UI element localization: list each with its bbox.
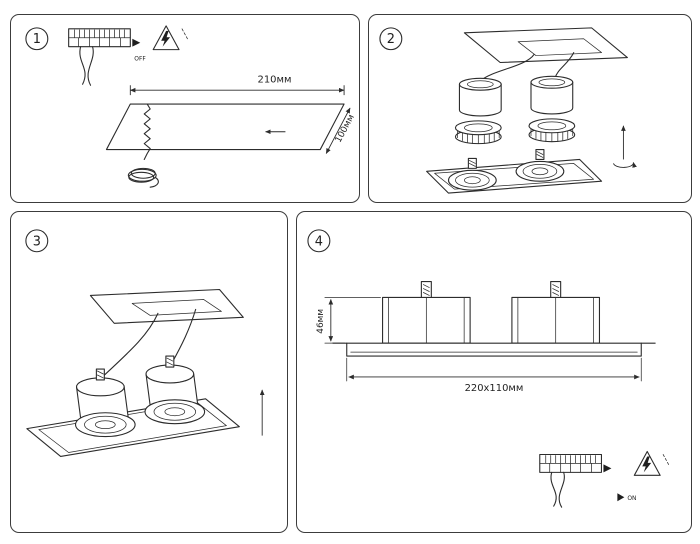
step-badge: 1 xyxy=(25,27,49,51)
mains-wires xyxy=(550,471,565,508)
retaining-ring-left xyxy=(454,120,502,145)
cutout-size-label: 220x110мм xyxy=(465,383,524,394)
direction-arrow-icon xyxy=(132,38,141,47)
step-badge: 2 xyxy=(379,27,403,51)
trim-plate xyxy=(346,342,642,357)
step-1-panel: 1 OFF 210мм 100мм xyxy=(10,14,360,203)
dimension-cutout-size: 220x110мм xyxy=(346,357,642,394)
step-3-drawing: 3 xyxy=(25,229,265,458)
step-number: 1 xyxy=(33,32,41,47)
spring-clip xyxy=(165,355,175,368)
mains-wires xyxy=(79,46,94,86)
power-state-label: OFF xyxy=(134,56,146,63)
recess-height-label: 46мм xyxy=(316,309,326,334)
step-3-panel: 3 xyxy=(10,211,288,533)
assembled-fixture xyxy=(26,355,240,458)
ceiling-cutout-outline xyxy=(105,103,345,151)
spotlight-left xyxy=(74,377,136,438)
spring-clip xyxy=(95,368,105,381)
step-2-panel: 2 xyxy=(368,14,692,203)
dimension-cutout-depth: 100мм xyxy=(325,107,357,154)
dimension-cutout-width: 210мм xyxy=(129,74,345,96)
spotlight-opening-left xyxy=(447,169,497,191)
spring-clip xyxy=(550,281,562,299)
retaining-ring-right xyxy=(528,118,576,143)
spotlight-right xyxy=(144,364,206,425)
rotation-arrow-icon xyxy=(613,125,637,168)
lamp-module-right xyxy=(530,75,574,115)
power-state-label: ON xyxy=(627,495,636,502)
step-4-panel: 4 46мм xyxy=(296,211,692,533)
installed-side-view xyxy=(332,281,656,357)
step-1-drawing: 1 OFF 210мм 100мм xyxy=(25,25,357,188)
step-badge: 3 xyxy=(25,229,49,253)
terminal-block-icon xyxy=(68,28,141,86)
dimension-recess-height: 46мм xyxy=(316,297,381,344)
spring-clip xyxy=(535,149,545,160)
cable-coil xyxy=(127,167,159,188)
step-number: 4 xyxy=(315,234,323,249)
step-2-drawing: 2 xyxy=(379,27,637,194)
spring-clip xyxy=(467,157,477,169)
ceiling-hole xyxy=(517,38,602,56)
spotlight-opening-right xyxy=(515,160,565,182)
ceiling-panel xyxy=(89,288,244,324)
step-number: 2 xyxy=(387,32,395,47)
spring-clip xyxy=(420,281,432,299)
saw-cut-line xyxy=(143,103,151,160)
ceiling-panel xyxy=(463,27,628,64)
direction-arrow-icon xyxy=(603,464,612,473)
step-4-drawing: 4 46мм xyxy=(307,229,670,508)
electric-shock-warning-icon xyxy=(152,25,189,51)
direction-arrow-icon xyxy=(617,493,625,502)
electric-shock-warning-icon xyxy=(633,450,670,476)
supply-wires xyxy=(480,52,575,81)
terminal-block-icon xyxy=(539,453,612,508)
ceiling-hole xyxy=(131,299,222,316)
cutout-width-label: 210мм xyxy=(258,74,292,85)
lamp-module-left xyxy=(458,77,502,117)
step-badge: 4 xyxy=(307,229,331,253)
step-number: 3 xyxy=(33,234,41,249)
mounting-frame xyxy=(426,149,603,194)
